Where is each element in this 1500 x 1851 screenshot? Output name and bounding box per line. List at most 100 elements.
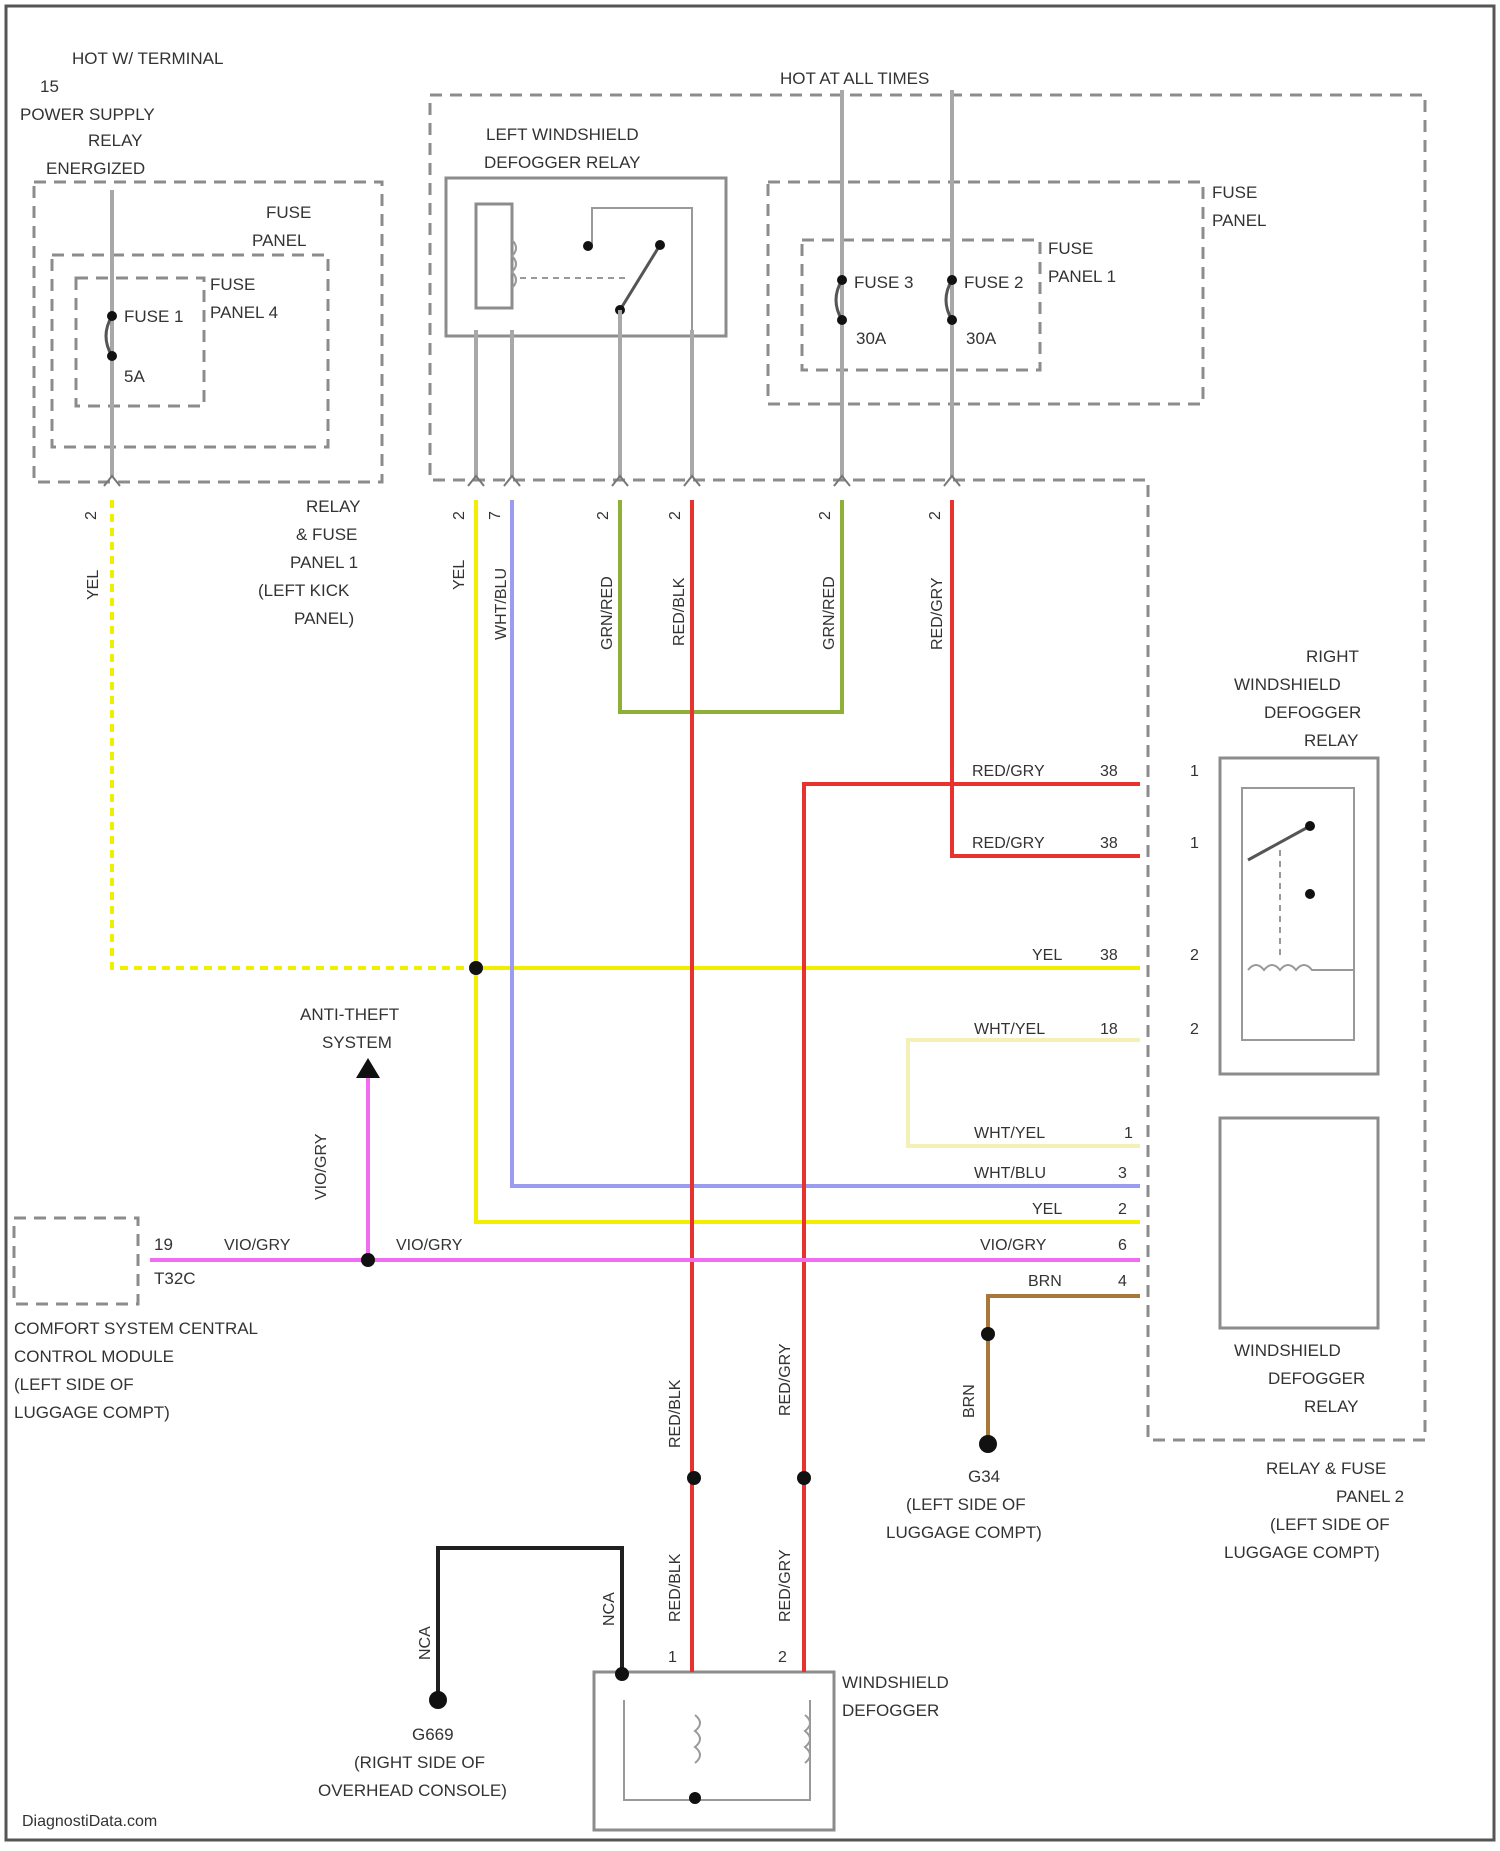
ground-g669-title-2: (RIGHT SIDE OF bbox=[354, 1753, 485, 1772]
fuse-1-dot-a bbox=[107, 311, 117, 321]
wire-label-vio-gry-h2: VIO/GRY bbox=[396, 1237, 463, 1254]
defogger-junction bbox=[689, 1792, 701, 1804]
pin-r-c: 38 bbox=[1100, 947, 1118, 964]
fuse-2-dot-b bbox=[947, 315, 957, 325]
windshield-defogger-relay-box bbox=[1220, 1118, 1378, 1328]
right-relay-inner bbox=[1242, 788, 1354, 1040]
ground-g34-title-2: (LEFT SIDE OF bbox=[906, 1495, 1026, 1514]
wire-label-vio-gry-v: VIO/GRY bbox=[313, 1133, 330, 1200]
wire-label-nca-a: NCA bbox=[417, 1626, 434, 1660]
right-relay-coil bbox=[1248, 965, 1354, 970]
connector-marks bbox=[104, 476, 960, 486]
anti-theft-arrow bbox=[356, 1058, 380, 1078]
wire-label-yel-h2: YEL bbox=[1032, 1201, 1062, 1218]
pin-rf2-rb: 2 bbox=[667, 511, 684, 520]
labels: HOT W/ TERMINAL 15 POWER SUPPLY RELAY EN… bbox=[14, 49, 1404, 1830]
ground-g34 bbox=[979, 1435, 997, 1453]
pin-wdr-3: 3 bbox=[1118, 1165, 1127, 1182]
wire-label-red-gry-h2: RED/GRY bbox=[972, 835, 1045, 852]
heater-element-2 bbox=[805, 1715, 810, 1763]
wire-label-brn-v: BRN bbox=[961, 1384, 978, 1418]
wire-label-wht-yel-h1: WHT/YEL bbox=[974, 1021, 1045, 1038]
fuse-3-label: FUSE 3 bbox=[854, 273, 914, 292]
fuse-panel-4-title: FUSE bbox=[210, 275, 255, 294]
pin-rf2-wb: 7 bbox=[487, 511, 504, 520]
left-windshield-defogger-relay bbox=[446, 178, 726, 336]
comfort-connector-t32c: T32C bbox=[154, 1269, 196, 1288]
pin-rr-b: 1 bbox=[1190, 835, 1199, 852]
wire-label-yel-h: YEL bbox=[1032, 947, 1062, 964]
left-relay-switch-arm bbox=[620, 245, 660, 310]
fuse-3-dot-a bbox=[837, 275, 847, 285]
fuse-1-outline bbox=[76, 278, 204, 406]
rfp2-title-3: (LEFT SIDE OF bbox=[1270, 1515, 1390, 1534]
fuse-1-label: FUSE 1 bbox=[124, 307, 184, 326]
rfp1-title-1: RELAY bbox=[306, 497, 361, 516]
power-supply-relay-2: RELAY bbox=[88, 131, 143, 150]
pin-rf2-gr1: 2 bbox=[595, 511, 612, 520]
windshield-defogger-box bbox=[594, 1672, 834, 1830]
junction-nca bbox=[615, 1667, 629, 1681]
ground-g669 bbox=[429, 1691, 447, 1709]
wd-relay-title-2: DEFOGGER bbox=[1268, 1369, 1365, 1388]
anti-theft-title-2: SYSTEM bbox=[322, 1033, 392, 1052]
wd-relay-title-3: RELAY bbox=[1304, 1397, 1359, 1416]
wd-relay-title-1: WINDSHIELD bbox=[1234, 1341, 1341, 1360]
left-relay-coil-box bbox=[476, 204, 512, 308]
pin-r-b: 38 bbox=[1100, 835, 1118, 852]
wire-label-wht-blu-h: WHT/BLU bbox=[974, 1165, 1046, 1182]
wire-label-wht-blu: WHT/BLU bbox=[493, 568, 510, 640]
pin-r-a: 38 bbox=[1100, 763, 1118, 780]
fuse-1-rating: 5A bbox=[124, 367, 145, 386]
pin-wdr-6: 6 bbox=[1118, 1237, 1127, 1254]
hot-w-terminal: HOT W/ TERMINAL bbox=[72, 49, 223, 68]
rfp1-title-5: PANEL) bbox=[294, 609, 354, 628]
pin-rf2-rg: 2 bbox=[927, 511, 944, 520]
energized: ENERGIZED bbox=[46, 159, 145, 178]
ground-g34-title: G34 bbox=[968, 1467, 1000, 1486]
rfp1-title-3: PANEL 1 bbox=[290, 553, 358, 572]
right-relay-title-2: WINDSHIELD bbox=[1234, 675, 1341, 694]
comfort-module-title-1: COMFORT SYSTEM CENTRAL bbox=[14, 1319, 258, 1338]
rfp2-title-1: RELAY & FUSE bbox=[1266, 1459, 1386, 1478]
colored-wires bbox=[112, 500, 1140, 1700]
wire-brn bbox=[988, 1296, 1140, 1444]
rfp2-title-4: LUGGAGE COMPT) bbox=[1224, 1543, 1380, 1562]
comfort-module-title-3: (LEFT SIDE OF bbox=[14, 1375, 134, 1394]
pin-rf2-gr2: 2 bbox=[817, 511, 834, 520]
junction-vio-gry bbox=[361, 1253, 375, 1267]
right-relay-title-3: DEFOGGER bbox=[1264, 703, 1361, 722]
wire-label-red-blk-b: RED/BLK bbox=[667, 1379, 684, 1448]
wire-label-red-blk-a: RED/BLK bbox=[671, 577, 688, 646]
junction-red-blk bbox=[687, 1471, 701, 1485]
wire-label-vio-gry-h1: VIO/GRY bbox=[224, 1237, 291, 1254]
pin-wdr-4: 4 bbox=[1118, 1273, 1127, 1290]
wire-label-red-blk-c: RED/BLK bbox=[667, 1553, 684, 1622]
pin-rf2-yel: 2 bbox=[451, 511, 468, 520]
left-relay-contact bbox=[583, 241, 593, 251]
comfort-pin-19: 19 bbox=[154, 1235, 173, 1254]
right-relay-contact-a bbox=[1305, 821, 1315, 831]
wire-label-grn-red-b: GRN/RED bbox=[821, 576, 838, 650]
comfort-module-title-2: CONTROL MODULE bbox=[14, 1347, 174, 1366]
left-relay-title: LEFT WINDSHIELD bbox=[486, 125, 639, 144]
right-relay-contact-b bbox=[1305, 889, 1315, 899]
rfp2-title-2: PANEL 2 bbox=[1336, 1487, 1404, 1506]
fuse-panel-right-title: FUSE bbox=[1212, 183, 1257, 202]
pin-rr-c: 2 bbox=[1190, 947, 1199, 964]
defogger-title-1: WINDSHIELD bbox=[842, 1673, 949, 1692]
pin-rr-d: 2 bbox=[1190, 1021, 1199, 1038]
heater-element-1 bbox=[695, 1715, 700, 1763]
left-relay-contact-tip bbox=[655, 240, 665, 250]
wire-label-red-gry-a: RED/GRY bbox=[929, 577, 946, 650]
right-relay-title-4: RELAY bbox=[1304, 731, 1359, 750]
pin-rr-a: 1 bbox=[1190, 763, 1199, 780]
fuse-panel-4-outline bbox=[52, 255, 328, 447]
fuse-3-rating: 30A bbox=[856, 329, 887, 348]
rfp1-title-4: (LEFT KICK bbox=[258, 581, 350, 600]
wire-label-yel-a: YEL bbox=[85, 570, 102, 600]
watermark: DiagnostiData.com bbox=[22, 1813, 157, 1830]
fuse-panel-1-title-2: PANEL 1 bbox=[1048, 267, 1116, 286]
anti-theft-title: ANTI-THEFT bbox=[300, 1005, 399, 1024]
